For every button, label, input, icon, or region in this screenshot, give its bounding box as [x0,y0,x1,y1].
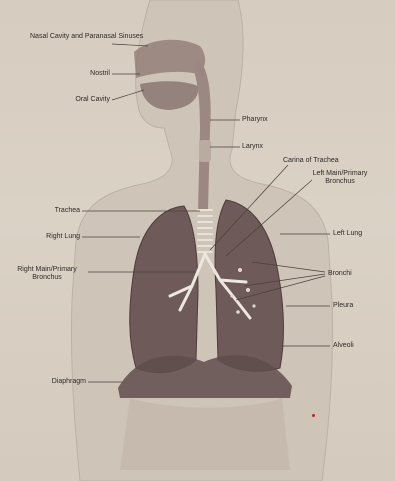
label-pleura: Pleura [333,302,353,310]
label-bronchi: Bronchi [328,270,352,278]
label-alveoli: Alveoli [333,342,354,350]
label-larynx: Larynx [242,143,263,151]
larynx-shape [199,140,211,162]
label-diaphragm: Diaphragm [20,378,86,386]
label-left-main-bronchus: Left Main/Primary Bronchus [308,170,372,186]
red-dot-mark [312,414,315,417]
label-right-lung: Right Lung [20,233,80,241]
abdomen-shadow [120,398,290,470]
label-oral-cavity: Oral Cavity [50,96,110,104]
label-nasal-cavity: Nasal Cavity and Paranasal Sinuses [30,33,110,41]
label-nostril: Nostril [60,70,110,78]
label-carina: Carina of Trachea [283,157,339,165]
label-right-main-bronchus: Right Main/Primary Bronchus [8,266,86,282]
label-left-lung: Left Lung [333,230,362,238]
label-trachea: Trachea [20,207,80,215]
label-pharynx: Pharynx [242,116,268,124]
